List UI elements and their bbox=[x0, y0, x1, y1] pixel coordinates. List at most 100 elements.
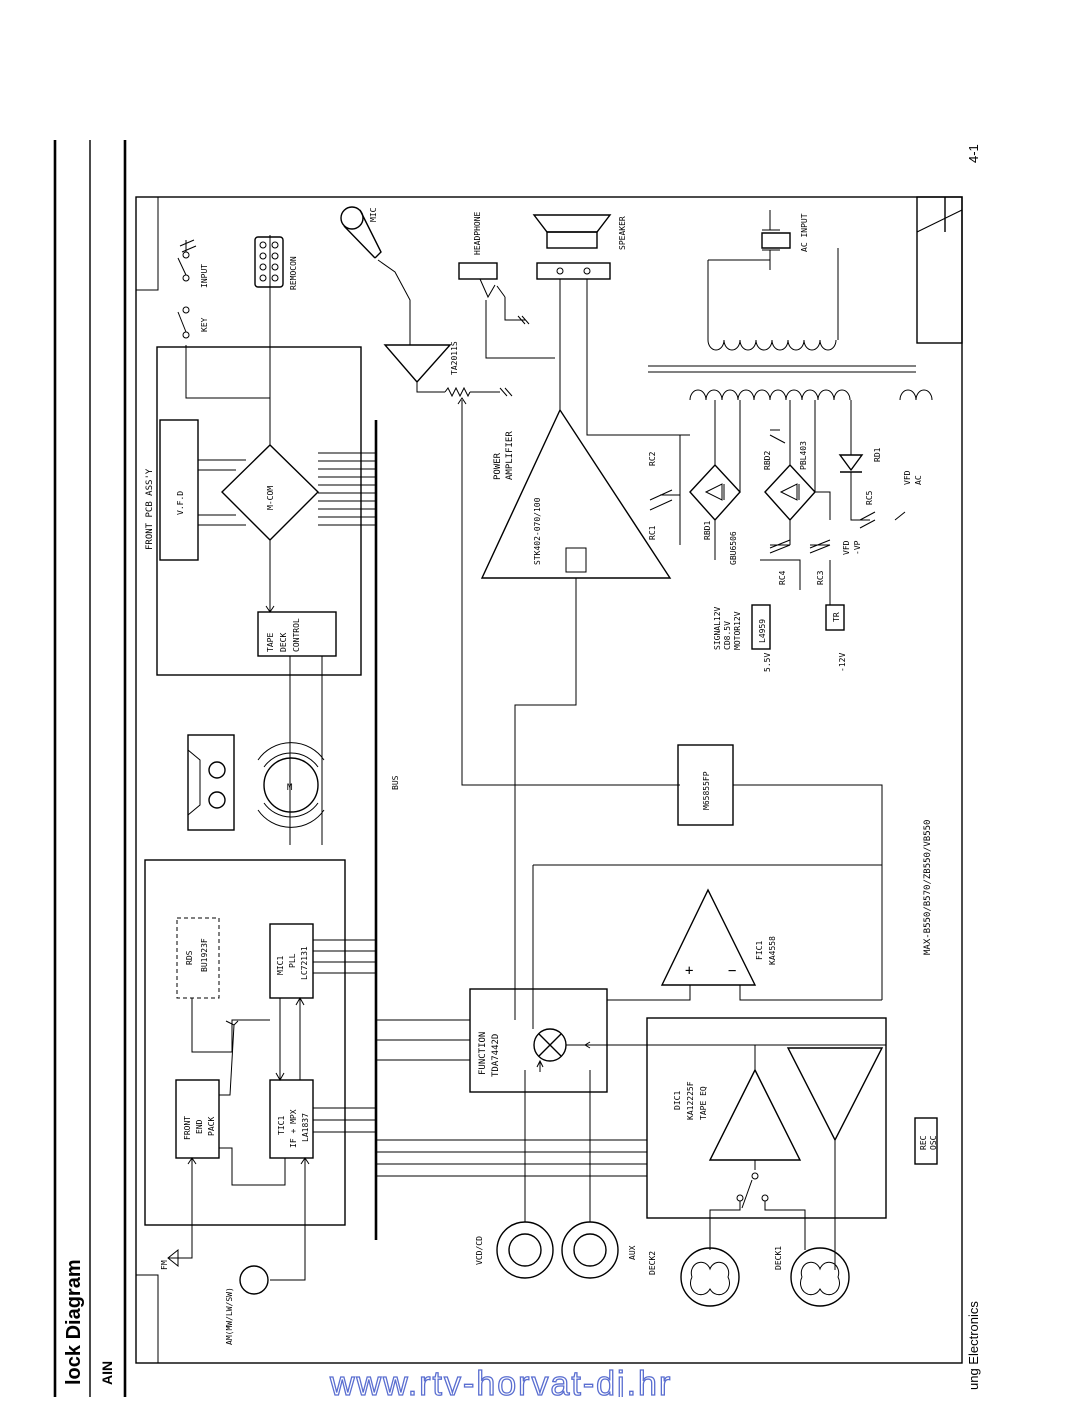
deck-motor-links bbox=[289, 656, 323, 845]
page-subtitle: AIN bbox=[99, 1361, 115, 1385]
rc-wiring bbox=[760, 559, 831, 605]
tr-label: TR bbox=[832, 612, 841, 622]
tdc-line3: CONTROL bbox=[292, 618, 301, 652]
speaker-cone bbox=[532, 214, 612, 233]
dic1-wiring bbox=[754, 1045, 836, 1270]
mic1-label-2: PLL bbox=[288, 953, 297, 968]
vfd-ac-label-2: AC bbox=[914, 475, 923, 485]
rds-box bbox=[176, 917, 220, 999]
stk-label: STK402-070/100 bbox=[533, 497, 542, 565]
deck2-label: DECK2 bbox=[648, 1251, 657, 1275]
deck2-head-core bbox=[690, 1261, 730, 1296]
rbd2-bridge bbox=[764, 463, 816, 522]
page-title: lock Diagram bbox=[63, 1259, 85, 1385]
tic1-label-1: TIC1 bbox=[277, 1116, 286, 1135]
aux-jack bbox=[561, 1221, 619, 1279]
rds-label: RDS bbox=[185, 950, 194, 965]
ground-mark bbox=[769, 429, 786, 444]
tdc-line2: DECK bbox=[279, 633, 288, 652]
remocon-label: REMOCON bbox=[289, 256, 298, 290]
cassette-window bbox=[187, 749, 201, 816]
rbd1-label: RBD1 bbox=[703, 521, 712, 540]
rds-ic-label: BU1923F bbox=[200, 938, 209, 972]
deck-select-switch bbox=[709, 1172, 806, 1250]
deck2-head bbox=[680, 1247, 740, 1307]
vfd-ac-label-1: VFD bbox=[903, 470, 912, 485]
m65-wiring bbox=[733, 784, 883, 865]
ac-input-label: AC INPUT bbox=[800, 213, 809, 252]
remocon-icon bbox=[254, 236, 284, 288]
input-switch bbox=[177, 239, 197, 282]
dic1-box bbox=[646, 1017, 887, 1219]
bus-label: BUS bbox=[391, 775, 400, 790]
rec-osc-label-2: OSC bbox=[929, 1135, 938, 1150]
vcd-cd-jack-inner bbox=[508, 1233, 542, 1267]
rc4-label: RC4 bbox=[778, 570, 787, 585]
remocon-buttons bbox=[259, 241, 279, 282]
dic1-label-3: TAPE EQ bbox=[699, 1086, 708, 1120]
ta2011s-amp bbox=[383, 344, 452, 384]
vfd-box bbox=[159, 419, 199, 561]
jack-wiring bbox=[524, 1070, 591, 1222]
vfd-vp-label-2: -VP bbox=[853, 540, 862, 555]
rd1-diode bbox=[838, 454, 864, 473]
reg-out-3: MOTOR12V bbox=[733, 611, 742, 650]
v55-label: 5.5V bbox=[763, 653, 772, 672]
tic1-box bbox=[269, 1079, 314, 1159]
fic1-plus: + bbox=[685, 963, 693, 979]
dic1-label-2: KA12225F bbox=[686, 1081, 695, 1120]
vfd-mcom-links bbox=[185, 235, 275, 613]
function-box bbox=[469, 988, 608, 1093]
vfd-label: V.F.D bbox=[176, 491, 185, 515]
tuner-links bbox=[187, 996, 310, 1281]
vcd-cd-label: VCD/CD bbox=[475, 1236, 484, 1265]
front-end-box bbox=[175, 1079, 220, 1159]
title-block bbox=[916, 196, 963, 344]
m65855fp-label: M65855FP bbox=[702, 771, 711, 810]
aux-label: AUX bbox=[628, 1245, 637, 1260]
rc5-cap bbox=[859, 511, 906, 529]
function-arrow-in bbox=[584, 1041, 591, 1049]
transformer-vfd-winding bbox=[899, 389, 933, 401]
fm-label: FM bbox=[160, 1260, 169, 1270]
front-end-label-2: END bbox=[195, 1119, 204, 1134]
speaker-terminal bbox=[536, 262, 611, 280]
rc1-rc2-caps bbox=[649, 489, 680, 511]
deck1-label: DECK1 bbox=[774, 1246, 783, 1270]
am-label: AM(MW/LW/SW) bbox=[225, 1287, 234, 1345]
vcd-cd-jack bbox=[496, 1221, 554, 1279]
function-mixer-x bbox=[538, 1033, 562, 1057]
rec-osc-box bbox=[914, 1117, 938, 1165]
fic1-minus: − bbox=[728, 963, 736, 979]
l4959-box bbox=[751, 604, 771, 650]
front-pcb-title: FRONT PCB ASS'Y bbox=[145, 468, 155, 550]
fm-line bbox=[168, 1248, 193, 1259]
speaker-body bbox=[546, 231, 598, 249]
fic1-wiring bbox=[607, 985, 882, 1001]
mcom-label: M-COM bbox=[266, 486, 275, 510]
fic1-label-1: FIC1 bbox=[755, 941, 764, 960]
tdc-line1: TAPE bbox=[266, 633, 275, 652]
input-label: INPUT bbox=[200, 264, 209, 288]
rectifier-wiring bbox=[679, 400, 831, 560]
diagram-frame bbox=[135, 196, 963, 1364]
mic-vol-resistor bbox=[444, 386, 471, 398]
mcom-block bbox=[221, 444, 319, 541]
am-loop-icon bbox=[239, 1265, 269, 1295]
key-label: KEY bbox=[200, 317, 209, 332]
motor-symbol: M bbox=[287, 783, 293, 793]
power-amp-label-1: POWER bbox=[493, 452, 503, 480]
title-block-slash bbox=[916, 209, 963, 233]
aux-jack-inner bbox=[573, 1233, 607, 1267]
mic1-label-1: MIC1 bbox=[276, 956, 285, 975]
tic1-label-3: LA1837 bbox=[301, 1113, 310, 1142]
ac-plug-prongs bbox=[762, 210, 780, 270]
rd1-label: RD1 bbox=[873, 447, 882, 462]
frame-corner-tl bbox=[136, 197, 159, 291]
amp-input-line bbox=[514, 578, 577, 1020]
function-wiring bbox=[532, 864, 886, 1072]
headphone-wiring bbox=[479, 278, 555, 359]
rec-amp bbox=[786, 1047, 884, 1142]
rbd2-label: RBD2 bbox=[763, 451, 772, 470]
